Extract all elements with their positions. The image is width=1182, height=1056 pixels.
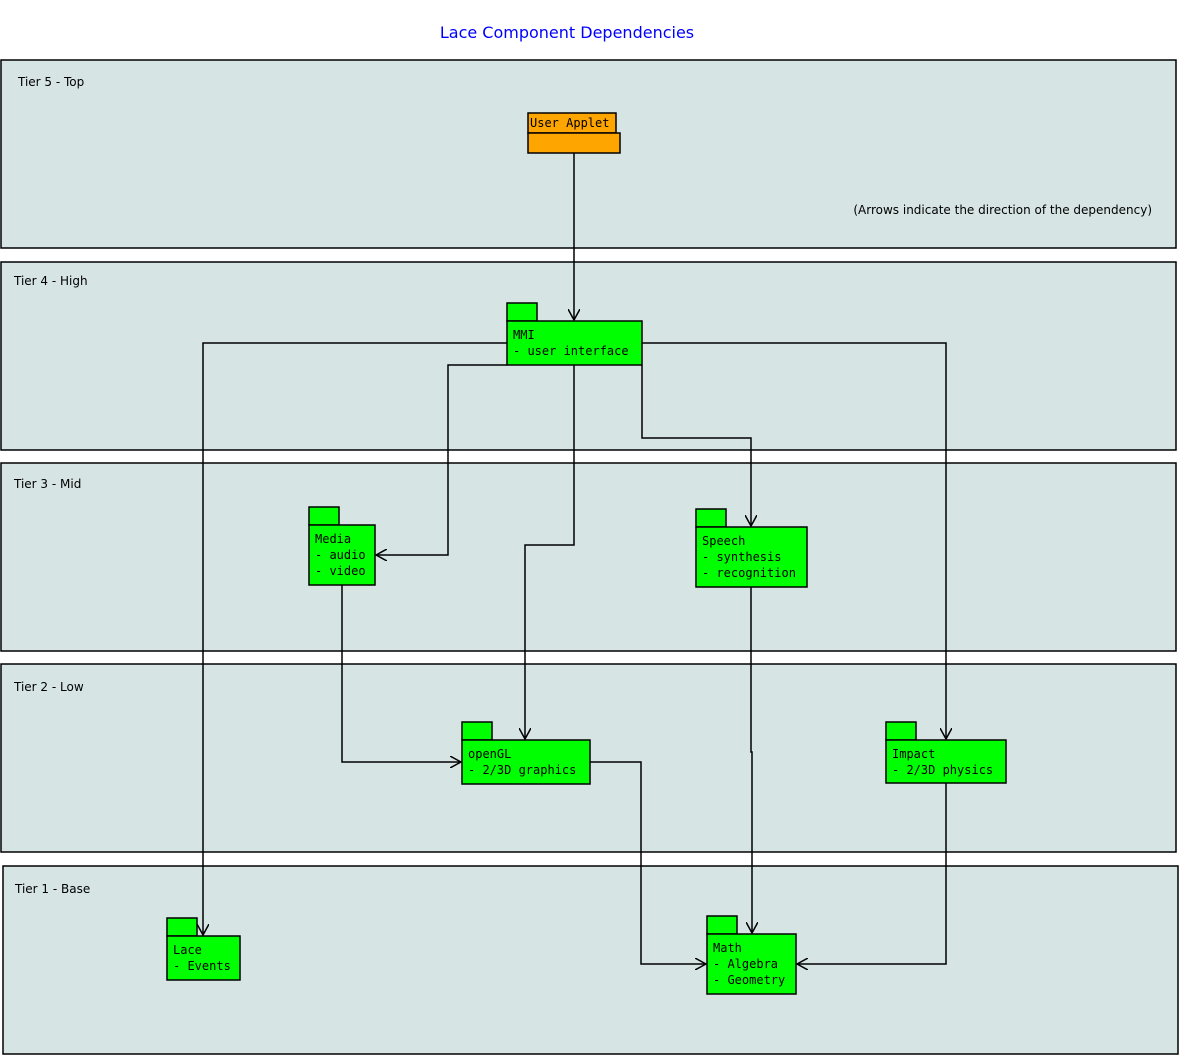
dependency-arrow-impact-to-math xyxy=(797,783,947,964)
dependency-arrow-mmi-to-impact xyxy=(642,342,946,739)
package-tab xyxy=(695,508,727,528)
component-math[interactable]: Math - Algebra - Geometry xyxy=(706,915,797,995)
package-body xyxy=(885,739,1007,784)
component-opengl[interactable]: openGL - 2/3D graphics xyxy=(461,721,591,785)
package-tab xyxy=(166,917,198,937)
dependency-arrow-mmi-to-opengl xyxy=(525,365,575,739)
component-media[interactable]: Media - audio - video xyxy=(308,506,376,586)
package-body xyxy=(527,132,621,154)
tier-label: Tier 4 - High xyxy=(13,274,88,288)
tier-t3: Tier 3 - Mid xyxy=(0,462,1177,652)
component-text: openGL xyxy=(468,747,511,761)
component-mmi[interactable]: MMI - user interface xyxy=(506,302,643,366)
component-text: Impact xyxy=(892,747,935,761)
component-lace[interactable]: Lace - Events xyxy=(166,917,241,981)
package-tab xyxy=(308,506,340,526)
package-body xyxy=(706,933,797,995)
tier-label: Tier 1 - Base xyxy=(14,882,90,896)
dependency-arrow-media-to-opengl xyxy=(341,585,461,762)
tier-label: Tier 2 - Low xyxy=(13,680,84,694)
component-text: - recognition xyxy=(702,566,796,580)
component-text: - 2/3D graphics xyxy=(468,763,576,777)
component-text: - Algebra xyxy=(713,957,778,971)
dependency-arrow-speech-to-math xyxy=(751,587,752,933)
component-text: - video xyxy=(315,564,366,578)
tier-t5: Tier 5 - Top xyxy=(0,59,1177,249)
component-impact[interactable]: Impact - 2/3D physics xyxy=(885,721,1007,784)
tier-label: Tier 3 - Mid xyxy=(13,477,81,491)
component-text: - synthesis xyxy=(702,550,781,564)
component-text: - 2/3D physics xyxy=(892,763,993,777)
component-text: - user interface xyxy=(513,344,629,358)
package-body xyxy=(506,320,643,366)
diagram-title: Lace Component Dependencies xyxy=(440,23,694,42)
component-applet[interactable]: User Applet xyxy=(527,112,621,154)
component-text: Math xyxy=(713,941,742,955)
package-body xyxy=(461,739,591,785)
tier-band xyxy=(0,59,1177,249)
component-text: User Applet xyxy=(530,116,609,130)
dependency-arrow-opengl-to-math xyxy=(590,761,706,964)
component-text: Speech xyxy=(702,534,745,548)
dependency-arrow-mmi-to-speech xyxy=(641,365,751,526)
package-body xyxy=(166,935,241,981)
dependency-arrow-mmi-to-lace xyxy=(203,342,507,935)
package-tab xyxy=(506,302,538,322)
component-text: - audio xyxy=(315,548,366,562)
dependency-arrow-mmi-to-media xyxy=(376,364,507,555)
package-body xyxy=(695,526,808,588)
component-text: Media xyxy=(315,532,351,546)
dependency-note: (Arrows indicate the direction of the de… xyxy=(853,203,1152,217)
component-text: MMI xyxy=(513,328,535,342)
package-tab xyxy=(461,721,493,741)
tier-band xyxy=(0,462,1177,652)
component-text: - Geometry xyxy=(713,973,785,987)
package-body xyxy=(308,524,376,586)
package-tab xyxy=(885,721,917,741)
component-text: - Events xyxy=(173,959,231,973)
package-tab xyxy=(706,915,738,935)
component-speech[interactable]: Speech - synthesis - recognition xyxy=(695,508,808,588)
tier-label: Tier 5 - Top xyxy=(17,75,84,89)
component-text: Lace xyxy=(173,943,202,957)
